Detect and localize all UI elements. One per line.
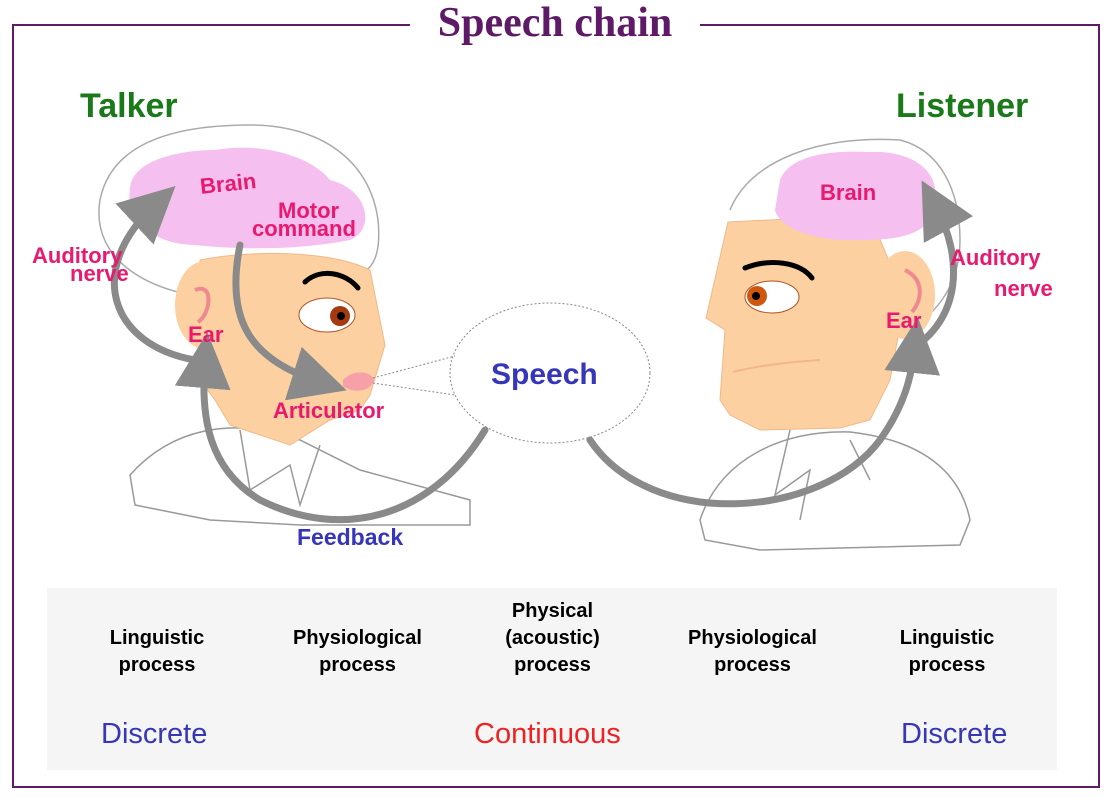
process-physiological-left: Physiological process: [293, 627, 422, 676]
talker-ear-shape: [175, 261, 235, 349]
process-physiological-right: Physiological process: [688, 627, 817, 676]
process-panel: [47, 588, 1057, 770]
process-linguistic-right: Linguistic process: [899, 627, 995, 676]
listener-label: Listener: [896, 87, 1029, 125]
talker-figure: [98, 124, 471, 526]
feedback-label: Feedback: [297, 524, 404, 550]
listener-mouth: [732, 359, 821, 373]
discrete-right-label: Discrete: [901, 718, 1008, 750]
listener-pupil: [752, 292, 760, 300]
talker-motor-arrow: [232, 241, 347, 401]
talker-brain-shape: [129, 147, 366, 249]
page-title: Speech chain: [410, 0, 700, 46]
talker-body: [129, 427, 471, 526]
listener-ear-label: Ear: [886, 308, 922, 333]
talker-collar: [239, 429, 321, 508]
listener-auditory-label-1: Auditory: [950, 245, 1041, 270]
speech-label: Speech: [491, 358, 598, 391]
articulator-label: Articulator: [273, 398, 385, 423]
talker-motor-label-1: Motor: [278, 198, 340, 223]
listener-face: [705, 214, 906, 431]
feedback-arrow: [174, 332, 489, 523]
talker-auditory-label-1: Auditory: [32, 243, 123, 268]
talker-ear-label: Ear: [188, 322, 224, 347]
continuous-label: Continuous: [474, 718, 621, 750]
listener-body: [699, 431, 971, 551]
talker-auditory-arrow: [110, 185, 199, 364]
talker-ear-inner: [194, 286, 211, 324]
talker-label: Talker: [80, 87, 178, 125]
listener-auditory-label-2: nerve: [994, 276, 1053, 301]
talker-lips: [343, 372, 374, 391]
talker-eyebrow: [302, 270, 361, 291]
listener-ear-shape: [875, 251, 935, 339]
signal-arrows: [110, 180, 973, 523]
talker-motor-label-2: command: [252, 216, 356, 241]
talker-auditory-label-2: nerve: [70, 261, 129, 286]
speech-to-listener-arrow: [586, 317, 941, 508]
speech-bubble: [372, 302, 651, 444]
listener-eyebrow: [742, 260, 815, 281]
listener-figure: [699, 138, 971, 551]
talker-pupil: [337, 312, 345, 320]
listener-auditory-arrow: [906, 180, 973, 354]
process-physical-acoustic: Physical (acoustic) process: [505, 600, 600, 676]
process-linguistic-left: Linguistic process: [109, 627, 205, 676]
listener-brain-label: Brain: [820, 180, 877, 205]
listener-ear-inner: [903, 268, 922, 314]
listener-brain-shape: [775, 151, 936, 241]
discrete-left-label: Discrete: [101, 718, 208, 750]
